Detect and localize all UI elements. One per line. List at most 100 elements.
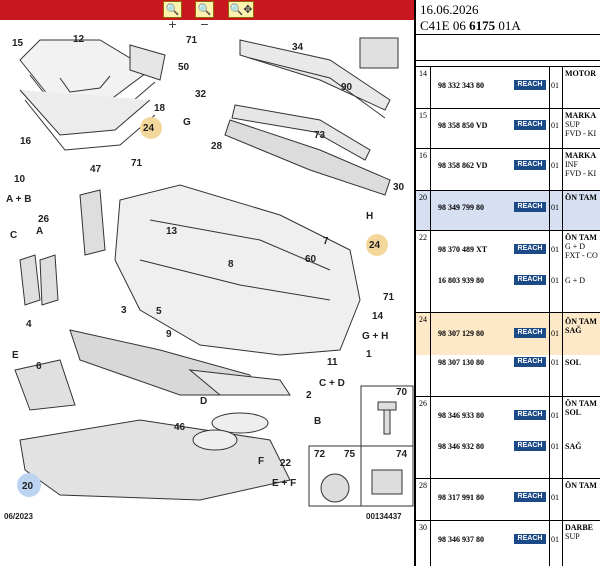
callout[interactable]: 72 [314, 449, 326, 460]
callout-24-highlight[interactable] [140, 117, 162, 139]
row-index: 24 [416, 313, 431, 396]
part-number[interactable]: 98 332 343 80 [438, 81, 484, 90]
callout[interactable]: B [314, 416, 321, 427]
parts-row-14[interactable]: 14 98 332 343 80 REACH 01 MOTOR [416, 66, 600, 108]
callout[interactable]: 71 [131, 158, 143, 169]
quantity: 01 [551, 329, 559, 338]
parts-row-28[interactable]: 28 98 317 991 80 REACH 01 ÖN TAM [416, 478, 600, 520]
callout[interactable]: 28 [211, 141, 223, 152]
quantity: 01 [551, 121, 559, 130]
row-index: 14 [416, 67, 431, 108]
part-number[interactable]: 98 346 937 80 [438, 535, 484, 544]
callout[interactable]: 3 [121, 305, 127, 316]
description: MOTOR [565, 69, 596, 78]
callout[interactable]: G + H [362, 331, 388, 342]
callout[interactable]: 16 [20, 136, 32, 147]
reach-badge: REACH [514, 441, 546, 451]
callout[interactable]: C + D [319, 378, 345, 389]
callout-24-highlight[interactable] [366, 234, 388, 256]
callout[interactable]: 20 [22, 481, 34, 492]
callout[interactable]: 47 [90, 164, 102, 175]
callout[interactable]: 30 [393, 182, 405, 193]
row-index: 15 [416, 109, 431, 148]
callout[interactable]: 75 [344, 449, 356, 460]
zoom-out-icon[interactable]: 🔍− [195, 1, 214, 31]
callout[interactable]: G [183, 117, 191, 128]
part-number[interactable]: 98 349 799 80 [438, 203, 484, 212]
callout[interactable]: 22 [280, 458, 292, 469]
callout[interactable]: A + B [6, 194, 31, 205]
part-number[interactable]: 98 346 933 80 [438, 411, 484, 420]
part-number[interactable]: 98 346 932 80 [438, 442, 484, 451]
callout[interactable]: 14 [372, 311, 384, 322]
callout[interactable]: F [258, 456, 264, 467]
header-code: C41E 06 6175 01A [420, 18, 521, 34]
part-number[interactable]: 16 803 939 80 [438, 276, 484, 285]
callout[interactable]: 32 [195, 89, 207, 100]
quantity: 01 [551, 535, 559, 544]
quantity: 01 [551, 276, 559, 285]
callout[interactable]: 5 [156, 306, 162, 317]
quantity: 01 [551, 245, 559, 254]
callout[interactable]: A [36, 226, 43, 237]
zoom-in-icon[interactable]: 🔍+ [163, 1, 182, 31]
callout[interactable]: 8 [228, 259, 234, 270]
row-index: 30 [416, 521, 431, 566]
callout[interactable]: D [200, 396, 207, 407]
part-number[interactable]: 98 317 991 80 [438, 493, 484, 502]
diagram-ref: 00134437 [366, 512, 402, 521]
callout[interactable]: 71 [186, 35, 198, 46]
callout[interactable]: 2 [306, 390, 312, 401]
part-number[interactable]: 98 307 129 80 [438, 329, 484, 338]
quantity: 01 [551, 411, 559, 420]
callout[interactable]: 70 [396, 387, 408, 398]
callout[interactable]: 90 [341, 82, 353, 93]
callout[interactable]: 1 [366, 349, 372, 360]
callout[interactable]: 11 [327, 357, 338, 368]
callout[interactable]: 7 [323, 236, 329, 247]
callout[interactable]: 74 [396, 449, 408, 460]
callout[interactable]: E + F [272, 478, 296, 489]
callout[interactable]: 24 [369, 240, 381, 251]
callout[interactable]: 34 [292, 42, 304, 53]
exploded-diagram[interactable]: 🔍+ 🔍− 🔍✥ [0, 0, 414, 566]
diagram-date: 06/2023 [4, 512, 33, 521]
callout[interactable]: H [366, 211, 373, 222]
callout[interactable]: 15 [12, 38, 24, 49]
quantity: 01 [551, 81, 559, 90]
callout[interactable]: 26 [38, 214, 50, 225]
callout[interactable]: 46 [174, 422, 186, 433]
callout[interactable]: 10 [14, 174, 26, 185]
callout[interactable]: C [10, 230, 17, 241]
callout[interactable]: 4 [26, 319, 32, 330]
part-number[interactable]: 98 307 130 80 [438, 358, 484, 367]
zoom-fit-icon[interactable]: 🔍✥ [228, 1, 254, 18]
quantity: 01 [551, 493, 559, 502]
callout[interactable]: 24 [143, 123, 155, 134]
part-number[interactable]: 98 358 862 VD [438, 161, 488, 170]
part-number[interactable]: 98 358 850 VD [438, 121, 488, 130]
callout[interactable]: 18 [154, 103, 166, 114]
quantity: 01 [551, 442, 559, 451]
callout[interactable]: 13 [166, 226, 178, 237]
callout[interactable]: 60 [305, 254, 317, 265]
callout[interactable]: 6 [36, 361, 42, 372]
callout[interactable]: 73 [314, 130, 326, 141]
parts-row-20[interactable]: 20 98 349 799 80 REACH 01 ÖN TAM [416, 190, 600, 230]
callout-20-highlight[interactable] [17, 473, 41, 497]
callout[interactable]: E [12, 350, 19, 361]
row-index: 20 [416, 191, 431, 230]
callout[interactable]: 12 [73, 34, 85, 45]
callout[interactable]: 9 [166, 329, 172, 340]
part-number[interactable]: 98 370 489 XT [438, 245, 488, 254]
callout[interactable]: 50 [178, 62, 190, 73]
callout[interactable]: 71 [383, 292, 395, 303]
